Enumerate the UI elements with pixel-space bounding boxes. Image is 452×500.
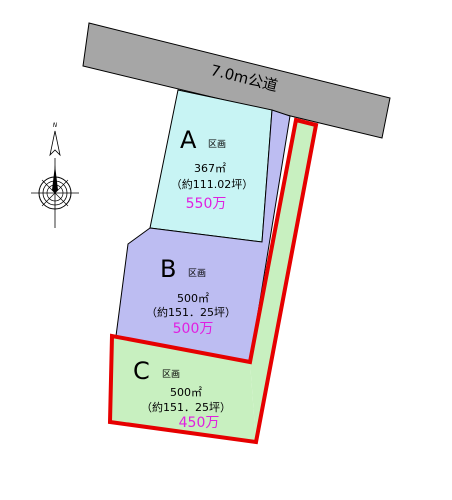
lot-c [110,336,256,442]
lot-a-area: 367㎡ [194,162,226,175]
lot-c-area: 500㎡ [170,386,202,399]
north-compass-icon: N [31,122,79,228]
lot-b [115,109,291,363]
lot-c-boundary [107,117,319,445]
lot-b-suffix: 区画 [188,268,206,279]
lot-a-tsubo: （約111.02坪） [171,177,254,191]
lot-b-price: 500万 [173,321,214,337]
lot-a-letter: A [180,126,197,154]
lot-c-letter: C [133,357,150,385]
road [82,22,391,139]
lot-c-price: 450万 [179,415,220,431]
lot-b-area: 500㎡ [177,292,209,305]
lot-a-suffix: 区画 [208,139,226,150]
lot-c-suffix: 区画 [162,369,180,380]
north-label: N [53,122,58,129]
lot-b-letter: B [160,255,176,283]
lot-b-tsubo: （約151．25坪） [146,305,236,319]
lot-c-tsubo: （約151．25坪） [141,400,231,414]
lot-a-price: 550万 [186,196,227,212]
lot-c-access-strip [250,120,316,442]
